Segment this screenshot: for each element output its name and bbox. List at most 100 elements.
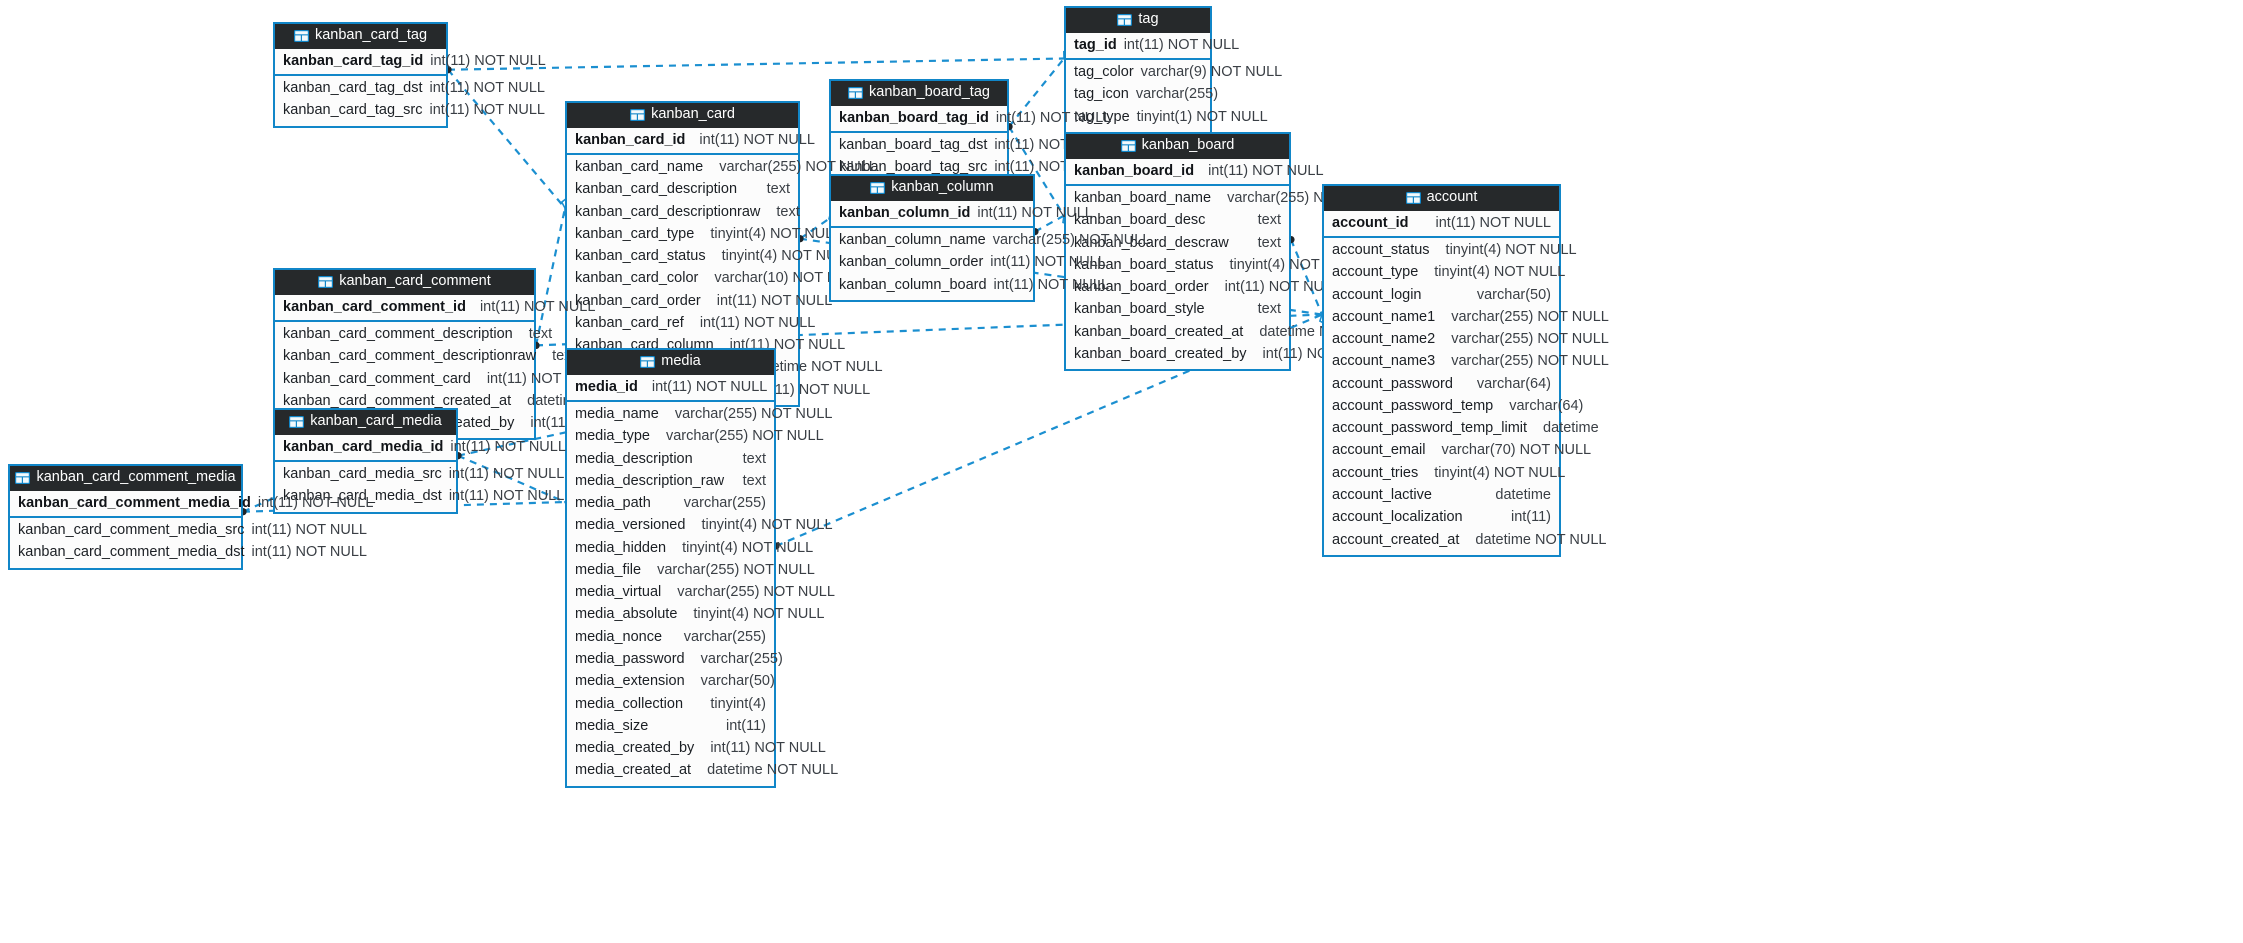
entity-header-kanban_card_comment[interactable]: kanban_card_comment [275,270,534,295]
field-type: tinyint(4) NOT NULL [693,606,825,623]
entity-header-kanban_card_tag[interactable]: kanban_card_tag [275,24,446,49]
entity-header-kanban_board[interactable]: kanban_board [1066,134,1289,159]
field-type: int(11) NOT NULL [251,521,368,538]
entity-header-kanban_card_media[interactable]: kanban_card_media [275,410,456,435]
entity-header-kanban_column[interactable]: kanban_column [831,176,1033,201]
field-name: account_name3 [1332,353,1436,370]
entity-header-kanban_card[interactable]: kanban_card [567,103,798,128]
entity-header-tag[interactable]: tag [1066,8,1210,33]
field-name: media_file [575,561,642,578]
field-type: varchar(255) NOT NULL [657,561,815,578]
entity-header-kanban_board_tag[interactable]: kanban_board_tag [831,81,1007,106]
primary-key-type: int(11) NOT NULL [699,131,815,148]
field-type: varchar(255) NOT NULL [674,405,833,422]
entity-header-media[interactable]: media [567,350,774,375]
entity-header-kanban_card_comment_media[interactable]: kanban_card_comment_media [10,466,241,491]
field-row[interactable]: media_file varchar(255) NOT NULL [567,560,815,582]
table-icon [318,275,334,288]
primary-key-type: int(11) NOT NULL [430,52,546,69]
field-name: account_login [1332,286,1422,303]
field-type: text [742,450,766,467]
field-name: account_localization [1332,509,1463,526]
entity-header-account[interactable]: account [1324,186,1559,211]
